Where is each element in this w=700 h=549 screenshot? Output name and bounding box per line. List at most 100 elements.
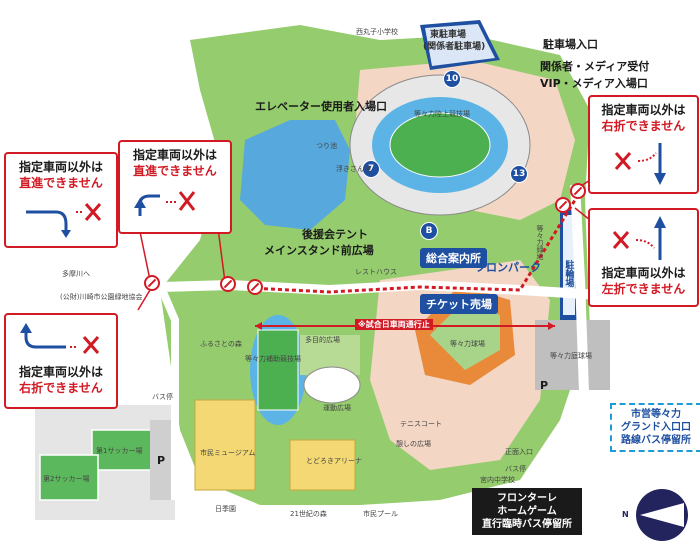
callout-center-top-line1: 指定車両以外は: [132, 148, 217, 162]
left-top-arrow-icon: [26, 203, 102, 238]
gate-13-badge: 13: [510, 165, 528, 183]
frontale-line3: 直行臨時バス停留所: [482, 519, 572, 530]
label-nishi-elem: 西丸子小学校: [356, 28, 398, 36]
label-match-day: ※試合日車両通行止: [355, 319, 433, 331]
label-play-yard: 憩しの広場: [396, 440, 431, 448]
label-citizens-pool: 市民プール: [363, 510, 398, 518]
label-miyauchi-jr: 宮内中学校: [480, 476, 515, 484]
city-bus-box: 市営等々力 グランド入口口 路線バス停留所: [610, 403, 700, 452]
callout-line-right-bottom: [574, 207, 591, 221]
label-parking-entrance: 駐車場入口: [543, 38, 598, 51]
label-aux-track: 等々力補助競技場: [245, 355, 301, 363]
label-museum: 市民ミュージアム: [200, 449, 256, 457]
label-tennis: テニスコート: [400, 420, 442, 428]
label-main-stand: メインスタンド前広場: [264, 244, 374, 257]
callout-right-top: 指定車両以外は 右折できません: [588, 95, 699, 194]
callout-right-top-line1: 指定車両以外は: [601, 103, 686, 117]
callout-left-top-line1: 指定車両以外は: [18, 160, 103, 174]
label-restaurant: レストハウス: [355, 268, 397, 276]
label-bus-stop-north: バス停: [152, 393, 173, 401]
label-ticket: チケット売場: [420, 294, 498, 314]
label-front-entrance: 正面入口: [505, 448, 533, 456]
callout-right-bottom-line1: 指定車両以外は: [601, 266, 686, 280]
no-entry-sign-east: [555, 197, 571, 213]
parking-symbol-east: P: [540, 379, 549, 392]
road-main: [59, 279, 601, 300]
label-east-parking-2: (関係者駐車場): [423, 42, 486, 52]
label-field-soccer1: 第1サッカー場: [96, 447, 143, 455]
gate-b-badge: B: [420, 222, 438, 240]
label-kosoku: 多摩川へ: [62, 270, 90, 278]
soccer-field-2: [39, 454, 99, 501]
label-century-forest: 21世紀の森: [290, 510, 327, 518]
frontale-line2: ホームゲーム: [497, 506, 557, 517]
aux-pitch: [257, 329, 299, 411]
city-line3: 路線バス停留所: [621, 435, 691, 446]
no-entry-sign-center: [247, 279, 263, 295]
label-tsuri-pond: つり池: [316, 142, 337, 150]
label-east-parking-1: 東駐車場: [430, 30, 467, 40]
label-vip-media: VIP・メディア入場口: [540, 77, 648, 90]
callout-right-top-line2: 右折できません: [601, 118, 686, 133]
match-day-arrowhead-right: [548, 322, 555, 330]
compass-north: N: [622, 510, 629, 519]
right-top-arrow-icon: [614, 143, 666, 185]
label-todoroki-green: 等々力緑地: [536, 225, 545, 260]
parking-symbol-west: P: [157, 454, 166, 467]
label-field-soccer2: 第2サッカー場: [43, 475, 90, 483]
label-kawasaki-assoc: (公財)川崎市公園緑地協会: [60, 293, 143, 301]
left-bottom-arrow-icon: [20, 323, 100, 354]
callout-left-bottom-line1: 指定車両以外は: [18, 365, 103, 379]
no-entry-sign-center-west: [220, 276, 236, 292]
label-info-center: 総合案内所: [420, 248, 487, 268]
label-stadium: 等々力陸上競技場: [414, 110, 470, 118]
soccer-field-1: [91, 429, 155, 471]
callout-left-bottom-line2: 右折できません: [19, 380, 103, 395]
callout-line-center-top: [217, 227, 226, 283]
sports-field-circle: [303, 366, 361, 404]
callout-center-top: 指定車両以外は 直進できません: [118, 140, 232, 234]
label-staff-media: 関係者・メディア受付: [540, 60, 650, 73]
label-supporter-tent: 後援会テント: [302, 228, 368, 241]
label-south-parking: 駐輪場: [563, 260, 574, 287]
arena-block: [289, 439, 356, 491]
restricted-road: [249, 199, 577, 294]
label-arena: とどろきアリーナ: [306, 457, 362, 465]
label-baseball: 等々力球場: [450, 340, 485, 348]
stadium-pitch: [389, 112, 491, 178]
gate-7-badge: 7: [362, 160, 380, 178]
label-ukisima-pond: 浮きさん池: [336, 165, 371, 173]
callout-center-top-line2: 直進できません: [133, 163, 217, 178]
city-line1: 市営等々力: [631, 409, 681, 420]
right-bottom-arrow-icon: [612, 216, 666, 260]
callout-right-bottom-line2: 左折できません: [601, 281, 686, 296]
museum-block: [194, 399, 256, 491]
no-entry-sign-west: [144, 275, 160, 291]
callout-right-bottom: 指定車両以外は 左折できません: [588, 208, 699, 307]
label-elevator: エレベーター使用者入場口: [255, 100, 387, 113]
gate-10-badge: 10: [443, 70, 461, 88]
label-todoroki-tennis: 等々力庭球場: [550, 352, 592, 360]
label-furusato: ふるさとの森: [200, 340, 242, 348]
callout-left-top: 指定車両以外は 直進できません: [4, 152, 118, 248]
callout-line-left-bottom: [137, 289, 151, 311]
north-parking-inner: [425, 24, 495, 66]
label-athletic-yard: 運動広場: [323, 404, 351, 412]
match-day-arrowhead-left: [255, 322, 262, 330]
compass-needle: [640, 503, 684, 527]
frontale-bus-box: フロンターレ ホームゲーム 直行臨時バス停留所: [472, 488, 582, 535]
west-field-bg2: [150, 420, 175, 500]
label-waterfall: 日季園: [215, 505, 236, 513]
label-tamagawa-yard: 多目的広場: [305, 336, 340, 344]
label-frontal-park: フロンパーク: [475, 261, 541, 274]
label-bus-stop-south: バス停: [505, 465, 526, 473]
no-entry-sign-east-top: [570, 183, 586, 199]
road-west: [156, 283, 179, 500]
frontale-line1: フロンターレ: [497, 493, 557, 504]
pond: [240, 120, 350, 230]
center-top-arrow-icon: [134, 191, 196, 216]
callout-left-bottom: 指定車両以外は 右折できません: [4, 313, 118, 409]
callout-left-top-line2: 直進できません: [19, 175, 103, 190]
